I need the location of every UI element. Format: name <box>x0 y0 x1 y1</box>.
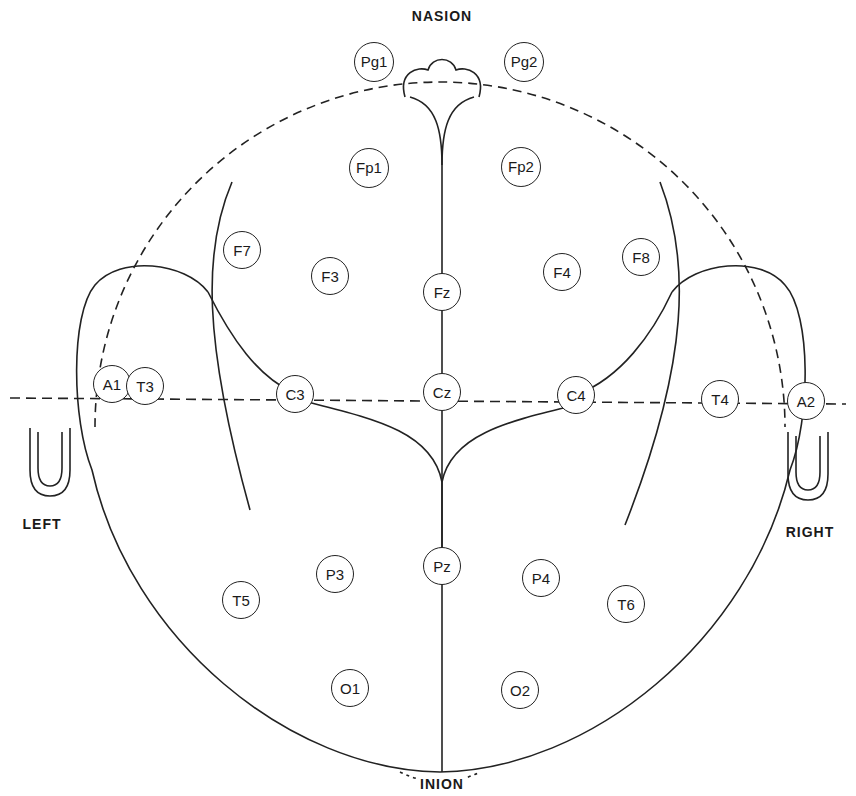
ear-symbol <box>38 432 62 486</box>
electrode-label: Pg2 <box>511 54 538 69</box>
electrode-label: O1 <box>340 681 360 696</box>
ear-symbol <box>796 436 820 490</box>
head-outline <box>77 266 806 772</box>
electrode-circle: F8 <box>622 238 660 276</box>
electrode-label: F3 <box>321 269 339 284</box>
midline-connector <box>441 411 443 547</box>
electrode-circle: Pg1 <box>354 42 395 83</box>
electrode-label: T6 <box>617 597 635 612</box>
electrode-label: T4 <box>711 392 729 407</box>
midline <box>441 580 443 772</box>
electrode-circle: F3 <box>311 257 349 295</box>
electrode-circle: T4 <box>701 380 739 418</box>
electrode-label: T3 <box>136 379 154 394</box>
orientation-label: LEFT <box>21 516 64 532</box>
electrode-circle: T6 <box>607 585 645 623</box>
electrode-circle: O1 <box>331 669 369 707</box>
electrode-circle: Cz <box>423 373 461 411</box>
nose-outline <box>404 60 481 98</box>
electrode-label: A2 <box>797 394 815 409</box>
electrode-circle: T5 <box>222 581 260 619</box>
orientation-label: INION <box>418 776 466 792</box>
electrode-label: Fz <box>434 285 451 300</box>
electrode-label: F4 <box>553 265 571 280</box>
frontal-boundary <box>578 292 672 394</box>
electrode-circle: Pg2 <box>504 42 545 83</box>
electrode-circle: Pz <box>423 547 461 585</box>
electrode-label: F8 <box>632 250 650 265</box>
electrode-label: P4 <box>532 571 550 586</box>
electrode-label: P3 <box>326 567 344 582</box>
ear-symbol <box>788 432 828 500</box>
electrode-label: C3 <box>285 387 304 402</box>
electrode-circle: P3 <box>316 555 354 593</box>
central-curve <box>300 400 442 482</box>
electrode-circle: A2 <box>787 382 825 420</box>
midline-connector <box>441 311 443 373</box>
electrode-label: Cz <box>433 385 451 400</box>
electrode-circle: T3 <box>126 367 164 405</box>
electrode-label: A1 <box>103 377 121 392</box>
electrode-circle: Fp1 <box>349 148 389 188</box>
electrode-circle: P4 <box>522 559 560 597</box>
midline <box>410 97 442 275</box>
electrode-label: O2 <box>510 683 530 698</box>
electrode-circle: Fp2 <box>501 147 541 187</box>
electrode-circle: Fz <box>423 273 461 311</box>
electrode-label: Fp1 <box>356 160 382 175</box>
electrode-label: F7 <box>233 243 251 258</box>
electrode-circle: O2 <box>501 671 539 709</box>
orientation-label: RIGHT <box>784 524 837 540</box>
electrode-label: Pz <box>433 559 451 574</box>
orientation-label: NASION <box>410 8 474 24</box>
reference-circle <box>95 82 785 427</box>
electrode-circle: F4 <box>543 253 581 291</box>
frontal-boundary <box>208 292 292 392</box>
electrode-label: Pg1 <box>361 54 388 69</box>
electrode-circle: C3 <box>276 375 314 413</box>
electrode-label: Fp2 <box>508 159 534 174</box>
central-curve <box>442 404 580 482</box>
midline <box>442 97 474 165</box>
ear-symbol <box>30 428 70 496</box>
electrode-circle: C4 <box>557 376 595 414</box>
electrode-label: T5 <box>232 593 250 608</box>
electrode-circle: F7 <box>223 231 261 269</box>
electrode-label: C4 <box>566 388 585 403</box>
